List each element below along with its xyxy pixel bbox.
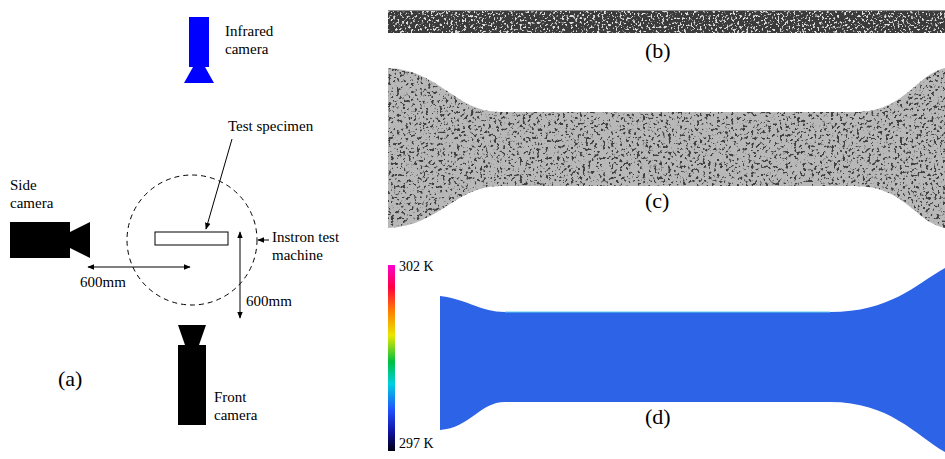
part-label: Test specimen [228,117,313,135]
dimension-label: 600mm [80,273,126,291]
speckle-specimen-image [388,68,945,228]
color-bar [388,265,395,451]
panel-label: (d) [645,404,671,430]
test-machine-outline [127,175,257,305]
panel-label: (c) [645,188,669,214]
specimen-symbol [155,232,228,245]
thermal-specimen-image [440,268,945,452]
side-view-image [388,10,945,33]
leader-line [206,139,232,229]
leader-line [258,240,269,241]
infrared-camera [184,17,214,83]
side-camera [10,222,90,258]
dimension-label: 600mm [246,292,292,310]
image-edge [388,10,945,11]
camera-label: Side camera [10,176,65,212]
scale-label: 302 K [399,259,434,276]
dimension-arrow [240,232,241,318]
front-camera [178,325,206,425]
dimension-arrow [88,267,190,268]
camera-label: Front camera [214,388,269,424]
thermal-edge [505,311,830,312]
panel-label: (a) [58,366,82,392]
camera-label: Infrared camera [225,22,295,58]
panel-label: (b) [645,38,671,64]
part-label: Instron test machine [272,228,362,264]
scale-label: 297 K [399,436,434,453]
